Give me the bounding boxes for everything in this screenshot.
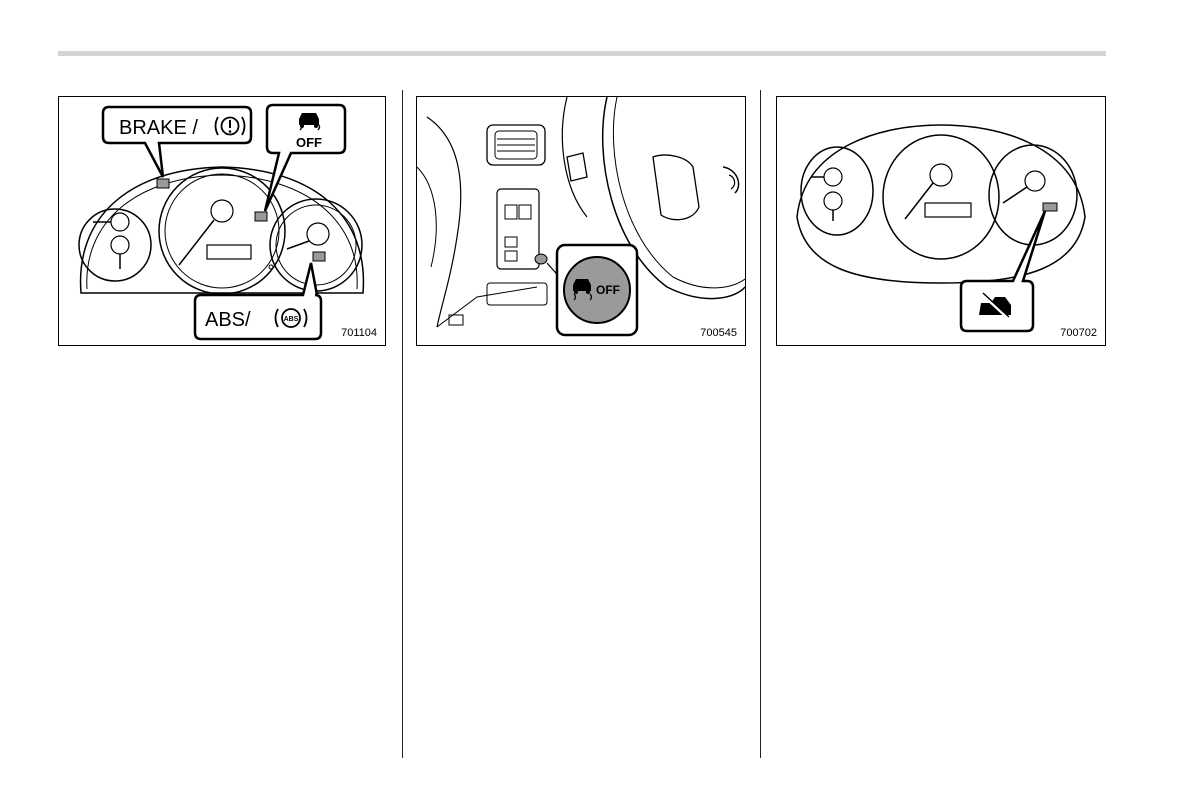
cluster-illustration: BRAKE / OFF ABS/ ABS bbox=[59, 97, 385, 345]
figure-dashboard-off-switch: OFF 700545 bbox=[416, 96, 746, 346]
figure-cluster-indicator: 700702 bbox=[776, 96, 1106, 346]
header-rule bbox=[58, 51, 1106, 56]
dashboard-illustration: OFF bbox=[417, 97, 745, 345]
figure-code: 701104 bbox=[341, 327, 377, 339]
off-button-label: OFF bbox=[596, 283, 620, 297]
cluster-illustration-2 bbox=[777, 97, 1105, 345]
brake-label: BRAKE / bbox=[119, 117, 198, 139]
figure-cluster-warning-lights: BRAKE / OFF ABS/ ABS 701104 bbox=[58, 96, 386, 346]
column-divider-1 bbox=[402, 90, 403, 758]
abs-badge-text: ABS bbox=[284, 316, 299, 323]
figure-code: 700702 bbox=[1060, 327, 1097, 339]
column-divider-2 bbox=[760, 90, 761, 758]
abs-label: ABS/ bbox=[205, 309, 251, 331]
figure-code: 700545 bbox=[700, 327, 737, 339]
traction-off-label: OFF bbox=[296, 135, 322, 150]
